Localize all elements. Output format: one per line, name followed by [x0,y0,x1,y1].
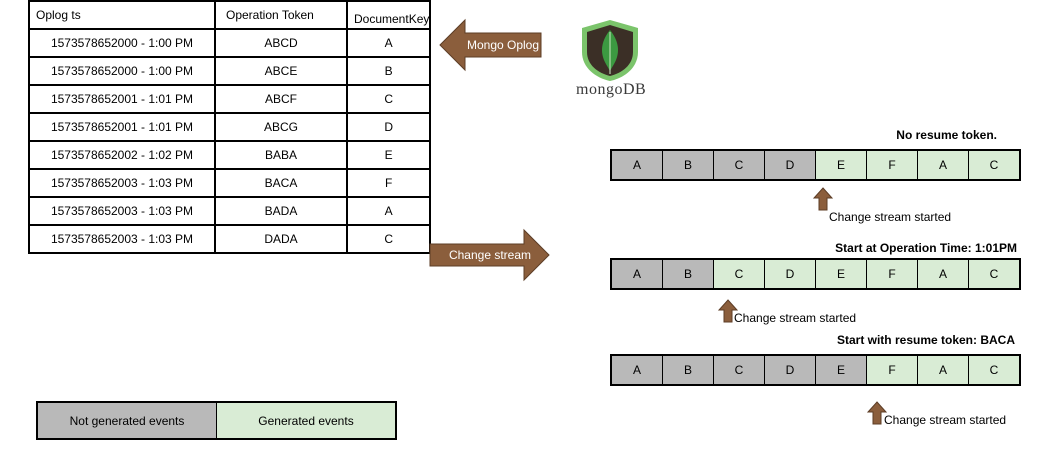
left-arrow-icon [439,18,542,72]
event-stream: A B C D E F A C [610,354,1021,386]
event-cell: A [918,356,969,384]
table-row: 1573578652001 - 1:01 PM ABCG D [28,112,432,142]
event-cell: A [918,151,969,179]
header-oplog-ts: Oplog ts [28,0,216,30]
event-cell: E [816,260,867,288]
table-row: 1573578652002 - 1:02 PM BABA E [28,140,432,170]
table-row: 1573578652000 - 1:00 PM ABCD A [28,28,432,58]
change-stream-started-label: Change stream started [884,413,1007,427]
legend: Not generated events Generated events [36,401,397,440]
legend-generated: Generated events [217,403,395,438]
cell-token: BABA [214,140,348,170]
event-cell: F [867,356,918,384]
event-cell: F [867,151,918,179]
event-cell: D [765,356,816,384]
change-stream-started-label: Change stream started [829,210,952,224]
event-stream: A B C D E F A C [610,149,1021,181]
cell-ts: 1573578652001 - 1:01 PM [28,84,216,114]
cell-token: DADA [214,224,348,254]
cell-key: C [345,84,432,114]
oplog-table: Oplog ts Operation Token DocumentKey 157… [28,0,432,254]
stream-title: No resume token. [896,128,997,142]
header-document-key-text: DocumentKey [354,12,430,26]
cell-ts: 1573578652000 - 1:00 PM [28,28,216,58]
table-row: 1573578652000 - 1:00 PM ABCE B [28,56,432,86]
cell-ts: 1573578652002 - 1:02 PM [28,140,216,170]
cell-key: C [345,224,432,254]
cell-ts: 1573578652003 - 1:03 PM [28,224,216,254]
legend-not-generated: Not generated events [38,403,217,438]
event-cell: C [714,356,765,384]
cell-ts: 1573578652003 - 1:03 PM [28,168,216,198]
cell-key: A [345,28,432,58]
up-arrow-icon [813,187,833,211]
header-operation-token: Operation Token [214,0,348,30]
event-cell: B [663,260,714,288]
header-document-key: DocumentKey [345,0,432,30]
cell-token: ABCD [214,28,348,58]
event-cell: E [816,151,867,179]
table-header-row: Oplog ts Operation Token DocumentKey [28,0,432,30]
stream-title: Start at Operation Time: 1:01PM [835,241,1017,255]
table-row: 1573578652003 - 1:03 PM BADA A [28,196,432,226]
cell-token: ABCF [214,84,348,114]
cell-key: D [345,112,432,142]
cell-key: F [345,168,432,198]
cell-token: BADA [214,196,348,226]
cell-key: E [345,140,432,170]
event-cell: F [867,260,918,288]
cell-ts: 1573578652001 - 1:01 PM [28,112,216,142]
event-stream: A B C D E F A C [610,258,1021,290]
event-cell: C [714,260,765,288]
up-arrow-icon [718,299,738,323]
cell-token: BACA [214,168,348,198]
cell-key: A [345,196,432,226]
cell-token: ABCG [214,112,348,142]
event-cell: B [663,151,714,179]
right-arrow-icon [429,228,550,282]
stream-title: Start with resume token: BACA [836,333,1015,347]
change-stream-label: Change stream [448,248,532,262]
table-row: 1573578652001 - 1:01 PM ABCF C [28,84,432,114]
event-cell: C [714,151,765,179]
mongo-oplog-label: Mongo Oplog [466,38,540,52]
mongodb-logo-text: mongoDB [576,81,647,98]
event-cell: E [816,356,867,384]
event-cell: D [765,151,816,179]
event-cell: A [612,260,663,288]
table-row: 1573578652003 - 1:03 PM DADA C [28,224,432,254]
mongodb-leaf-icon [582,20,638,81]
event-cell: A [918,260,969,288]
event-cell: C [969,151,1019,179]
cell-ts: 1573578652003 - 1:03 PM [28,196,216,226]
cell-token: ABCE [214,56,348,86]
event-cell: A [612,356,663,384]
table-row: 1573578652003 - 1:03 PM BACA F [28,168,432,198]
event-cell: B [663,356,714,384]
change-stream-started-label: Change stream started [734,311,857,325]
up-arrow-icon [867,401,887,425]
cell-key: B [345,56,432,86]
event-cell: A [612,151,663,179]
event-cell: C [969,260,1019,288]
cell-ts: 1573578652000 - 1:00 PM [28,56,216,86]
event-cell: D [765,260,816,288]
event-cell: C [969,356,1019,384]
